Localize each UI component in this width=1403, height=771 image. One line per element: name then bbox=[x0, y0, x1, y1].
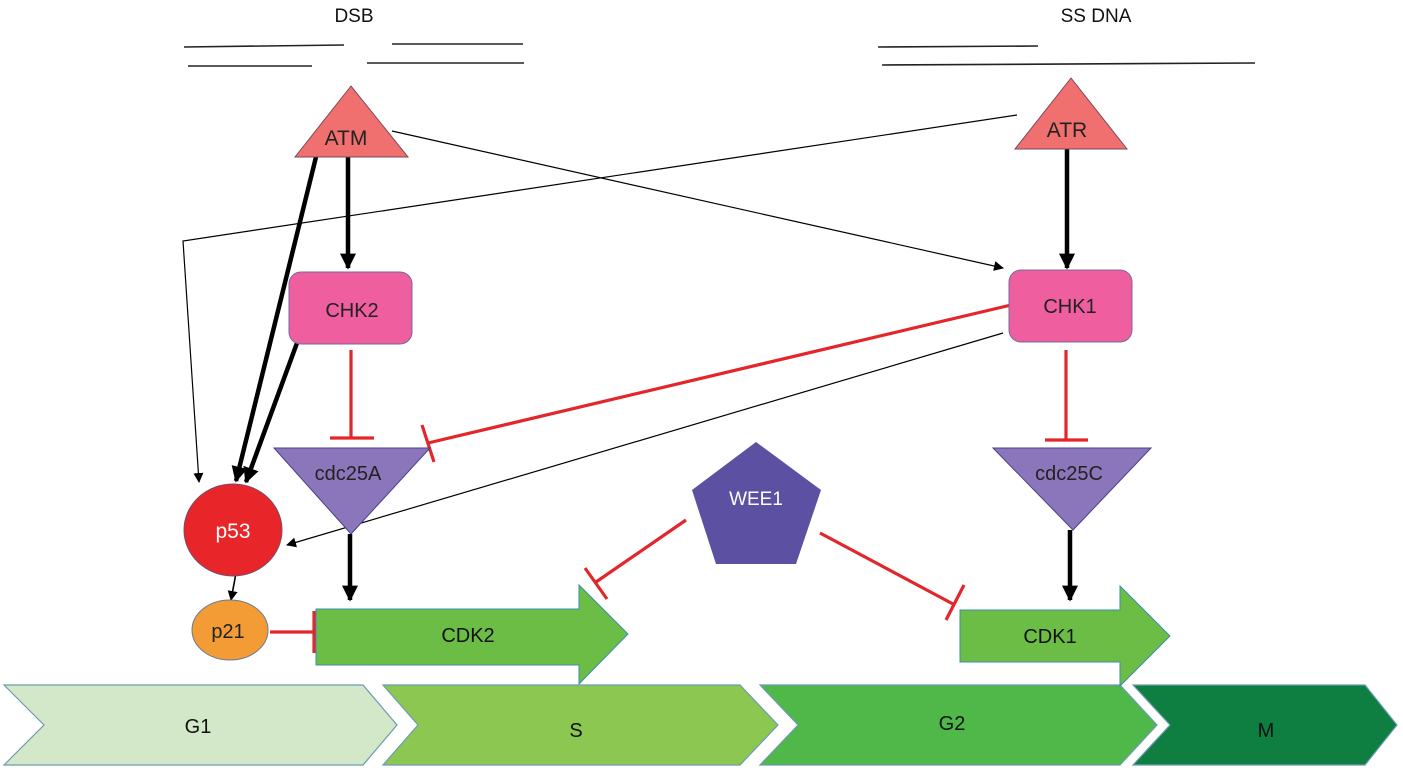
thin-activation-edges bbox=[182, 114, 1018, 601]
phase-m-label: M bbox=[1258, 720, 1275, 742]
phase-s-label: S bbox=[569, 720, 582, 742]
dsb-label: DSB bbox=[334, 6, 373, 27]
edge-atr-p53 bbox=[182, 114, 1018, 483]
phase-g1 bbox=[2, 684, 398, 766]
wee1-node: WEE1 bbox=[692, 442, 821, 564]
phase-g1-label: G1 bbox=[185, 716, 212, 738]
inhibition-edges bbox=[270, 303, 1088, 653]
cdk2-label: CDK2 bbox=[441, 625, 494, 647]
atm-node: ATM bbox=[293, 85, 410, 158]
atr-label: ATR bbox=[1047, 119, 1087, 142]
edge-chk1-p53 bbox=[286, 332, 1004, 548]
cdc25c-node: cdc25C bbox=[991, 447, 1153, 531]
edge-atm-chk1 bbox=[391, 130, 1004, 271]
chk1-label: CHK1 bbox=[1043, 296, 1096, 318]
atr-node: ATR bbox=[1013, 77, 1129, 150]
dsb-dna-strands bbox=[183, 43, 524, 67]
edge-chk1-cdc25a bbox=[420, 303, 1012, 463]
edge-wee1-cdk1 bbox=[819, 531, 966, 621]
edge-chk1-cdc25c bbox=[1045, 350, 1088, 442]
cdk1-label: CDK1 bbox=[1023, 626, 1076, 648]
atm-label: ATM bbox=[325, 127, 368, 150]
phase-g2-label: G2 bbox=[939, 713, 966, 735]
chk2-node: CHK2 bbox=[288, 271, 413, 345]
cdc25a-node: cdc25A bbox=[272, 447, 432, 535]
cell-cycle-phases: G1 S G2 M bbox=[2, 684, 1398, 766]
p53-node: p53 bbox=[183, 483, 283, 577]
p53-label: p53 bbox=[215, 520, 250, 543]
edge-chk2-p53 bbox=[243, 342, 300, 484]
cdk2-node: CDK2 bbox=[315, 583, 629, 686]
edge-wee1-cdk2 bbox=[583, 518, 687, 600]
p21-label: p21 bbox=[211, 621, 244, 643]
chk1-node: CHK1 bbox=[1008, 269, 1133, 343]
phase-m bbox=[1131, 684, 1398, 766]
edge-p53-p21 bbox=[227, 572, 238, 601]
ssdna-strands bbox=[877, 45, 1256, 66]
wee1-label: WEE1 bbox=[729, 489, 783, 510]
phase-s bbox=[381, 684, 779, 766]
cdc25c-label: cdc25C bbox=[1035, 463, 1103, 485]
chk2-label: CHK2 bbox=[325, 300, 378, 322]
cdk1-node: CDK1 bbox=[959, 584, 1171, 688]
ssdna-label: SS DNA bbox=[1061, 6, 1132, 27]
edge-p21-cdk2 bbox=[270, 611, 316, 653]
cdc25a-label: cdc25A bbox=[315, 463, 382, 485]
thick-activation-edges bbox=[231, 148, 1078, 602]
p21-node: p21 bbox=[191, 599, 269, 661]
edge-chk2-cdc25a bbox=[330, 350, 374, 440]
edge-atm-p53-a bbox=[231, 156, 319, 483]
